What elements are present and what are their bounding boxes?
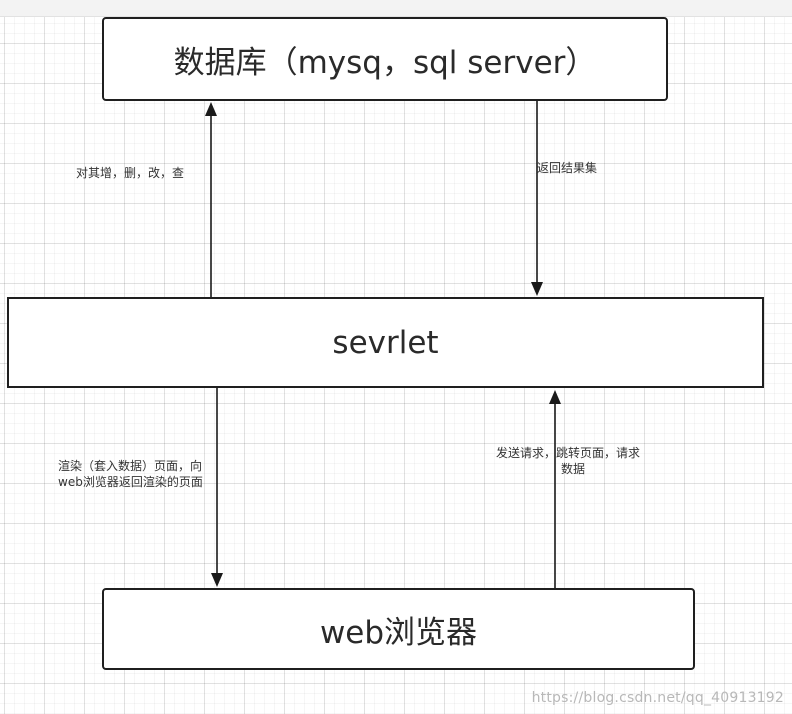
- edge-label-crud: 对其增，删，改，查: [76, 166, 185, 180]
- servlet-node-label: sevrlet: [332, 324, 439, 361]
- servlet-node: sevrlet: [7, 297, 764, 388]
- database-node: 数据库（mysq，sql server）: [102, 17, 668, 101]
- arrowhead-database-in: [205, 102, 217, 116]
- edge-label-request-line1: 发送请求，跳转页面，请求: [496, 446, 641, 460]
- database-node-label: 数据库（mysq，sql server）: [173, 44, 597, 81]
- watermark: https://blog.csdn.net/qq_40913192: [531, 690, 784, 706]
- arrowhead-servlet-in: [531, 282, 543, 296]
- arrowhead-servlet-from-browser: [549, 390, 561, 404]
- browser-node: web浏览器: [102, 588, 695, 670]
- edge-label-request-line2: 数据: [561, 462, 586, 476]
- browser-node-label: web浏览器: [319, 614, 478, 651]
- edge-label-result-set: 返回结果集: [537, 161, 598, 175]
- edge-label-render-line1: 渲染（套入数据）页面，向: [58, 459, 203, 473]
- canvas-top-band: [0, 0, 792, 17]
- edge-label-render-line2: web浏览器返回渲染的页面: [58, 475, 203, 489]
- arrowhead-browser-in: [211, 573, 223, 587]
